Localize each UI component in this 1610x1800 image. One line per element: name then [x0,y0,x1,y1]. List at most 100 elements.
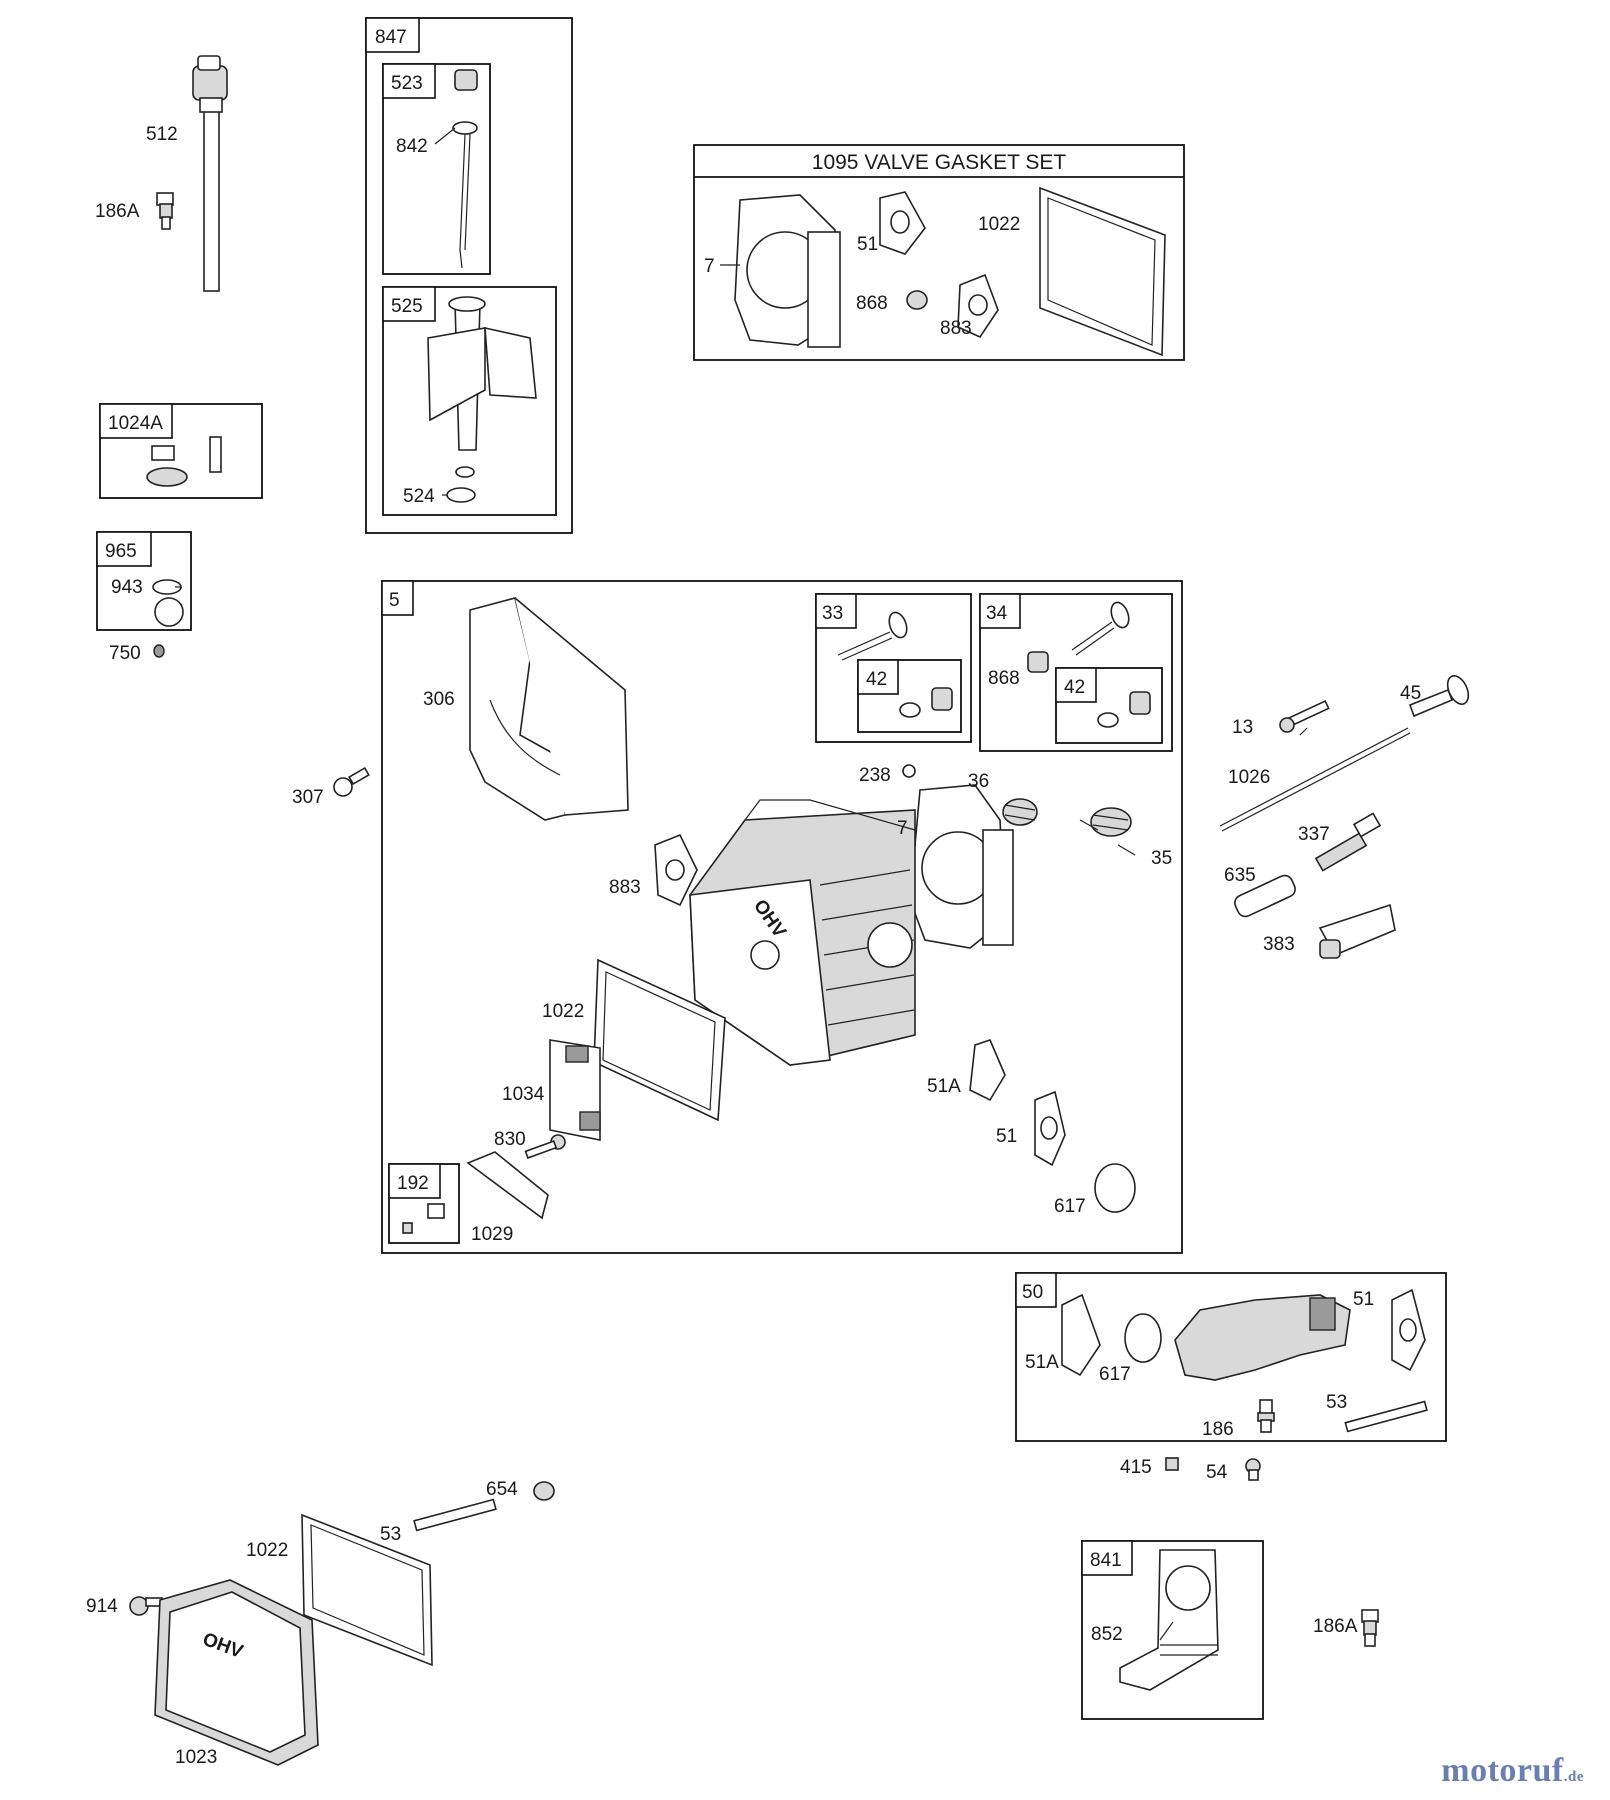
label-1029: 1029 [471,1224,513,1245]
part-7-head-gasket [909,784,1014,949]
part-512-dipstick-tube [192,55,228,292]
label-842: 842 [396,136,428,157]
label-54: 54 [1206,1462,1228,1483]
part-525-fill-tube [427,296,537,478]
part-1029-rocker-arm [466,1151,549,1220]
svg-text:847: 847 [375,27,407,48]
label-51a-main: 51A [927,1076,961,1097]
svg-text:1024A: 1024A [108,413,163,434]
label-186a-top: 186A [95,201,140,222]
part-45-valve [1408,675,1470,718]
label-943: 943 [111,577,143,598]
part-306-air-guide [469,597,629,821]
part-617-o-ring [1094,1163,1136,1213]
svg-text:34: 34 [986,603,1008,624]
group-box-33: 33 [815,593,972,743]
label-7-main: 7 [897,818,908,839]
group-box-965: 965 [96,531,192,631]
part-617-o-ring-50 [1124,1313,1162,1363]
label-51-set: 51 [857,234,878,255]
label-51-50: 51 [1353,1289,1374,1310]
label-307: 307 [292,787,324,808]
part-750-screw [153,644,165,658]
label-1022-bottom: 1022 [246,1540,288,1561]
label-635: 635 [1224,865,1256,886]
label-7-set: 7 [704,256,715,277]
part-524-o-ring [446,487,476,503]
label-13: 13 [1232,717,1253,738]
label-53-bottom: 53 [380,1524,401,1545]
svg-text:5: 5 [389,590,400,611]
part-42-retainer-left [899,687,953,718]
svg-text:42: 42 [866,669,887,690]
part-883-gasket [654,833,698,907]
part-914-screw [129,1596,163,1616]
part-51-gasket-set [879,191,926,255]
label-36: 36 [968,771,989,792]
part-number-labels: 512 186A 842 524 943 750 7 51 868 883 10… [86,124,1421,1768]
watermark-logo: motoruf.de [1441,1752,1584,1790]
label-524: 524 [403,486,435,507]
label-45: 45 [1400,683,1421,704]
part-238-cap [902,764,916,778]
part-1022-cover-gasket [301,1513,433,1667]
part-53-stud-bottom [413,1498,497,1532]
label-750: 750 [109,643,141,664]
label-883-set: 883 [940,318,972,339]
part-635-tappet [1234,874,1296,918]
svg-text:192: 192 [397,1173,429,1194]
part-intake-manifold [1174,1294,1351,1381]
label-1023: 1023 [175,1747,217,1768]
svg-text:965: 965 [105,541,137,562]
part-51a-gasket [969,1039,1006,1102]
svg-text:1095 VALVE GASKET SET: 1095 VALVE GASKET SET [812,151,1067,174]
part-54-screw [1245,1458,1261,1481]
watermark-name: motoruf [1441,1752,1564,1789]
part-13-screw [1279,700,1330,733]
svg-text:841: 841 [1090,1550,1122,1571]
part-1022-gasket-set [1039,186,1166,357]
label-415: 415 [1120,1457,1152,1478]
part-1023-rocker-cover: OHV [154,1579,319,1766]
part-337-breather [1314,812,1382,872]
part-186a-fitting-bottom [1361,1609,1379,1647]
part-830-screw [524,1134,566,1159]
svg-text:525: 525 [391,296,423,317]
part-868-seal-set [906,290,928,310]
part-51a-gasket-50 [1061,1293,1101,1377]
leader-lines [175,127,1308,1641]
part-1034-plate [549,1039,601,1141]
part-965-breather [152,579,184,627]
label-512: 512 [146,124,178,145]
group-box-42-right: 42 [1055,667,1163,744]
part-36-spring [1002,798,1038,826]
label-1022-set: 1022 [978,214,1020,235]
label-337: 337 [1298,824,1330,845]
label-617-main: 617 [1054,1196,1086,1217]
group-box-525: 525 [382,286,557,516]
group-box-50: 50 [1015,1272,1447,1442]
part-53-stud-50 [1344,1400,1428,1433]
label-852: 852 [1091,1624,1123,1645]
label-1022-main: 1022 [542,1001,584,1022]
group-box-1095-valve-gasket-set: 1095 VALVE GASKET SET [693,144,1185,361]
part-51-gasket [1034,1090,1066,1167]
group-box-1024a: 1024A [99,403,263,499]
part-383-bracket [1318,903,1396,959]
part-51-gasket-50 [1391,1288,1426,1372]
group-box-523: 523 [382,63,491,275]
label-186: 186 [1202,1419,1234,1440]
label-306: 306 [423,689,455,710]
label-914: 914 [86,1596,118,1617]
part-7-head-gasket-set [734,194,841,348]
label-868-34: 868 [988,668,1020,689]
part-523-dipstick [452,69,478,269]
part-1024a-retainer [146,436,222,487]
watermark-tld: .de [1563,1769,1584,1785]
label-617-50: 617 [1099,1364,1131,1385]
part-852-breather-tube [1119,1549,1219,1691]
part-42-retainer-right [1097,691,1151,728]
svg-text:33: 33 [822,603,843,624]
part-1026-push-rod [1219,727,1411,832]
part-307-screw [333,766,370,797]
